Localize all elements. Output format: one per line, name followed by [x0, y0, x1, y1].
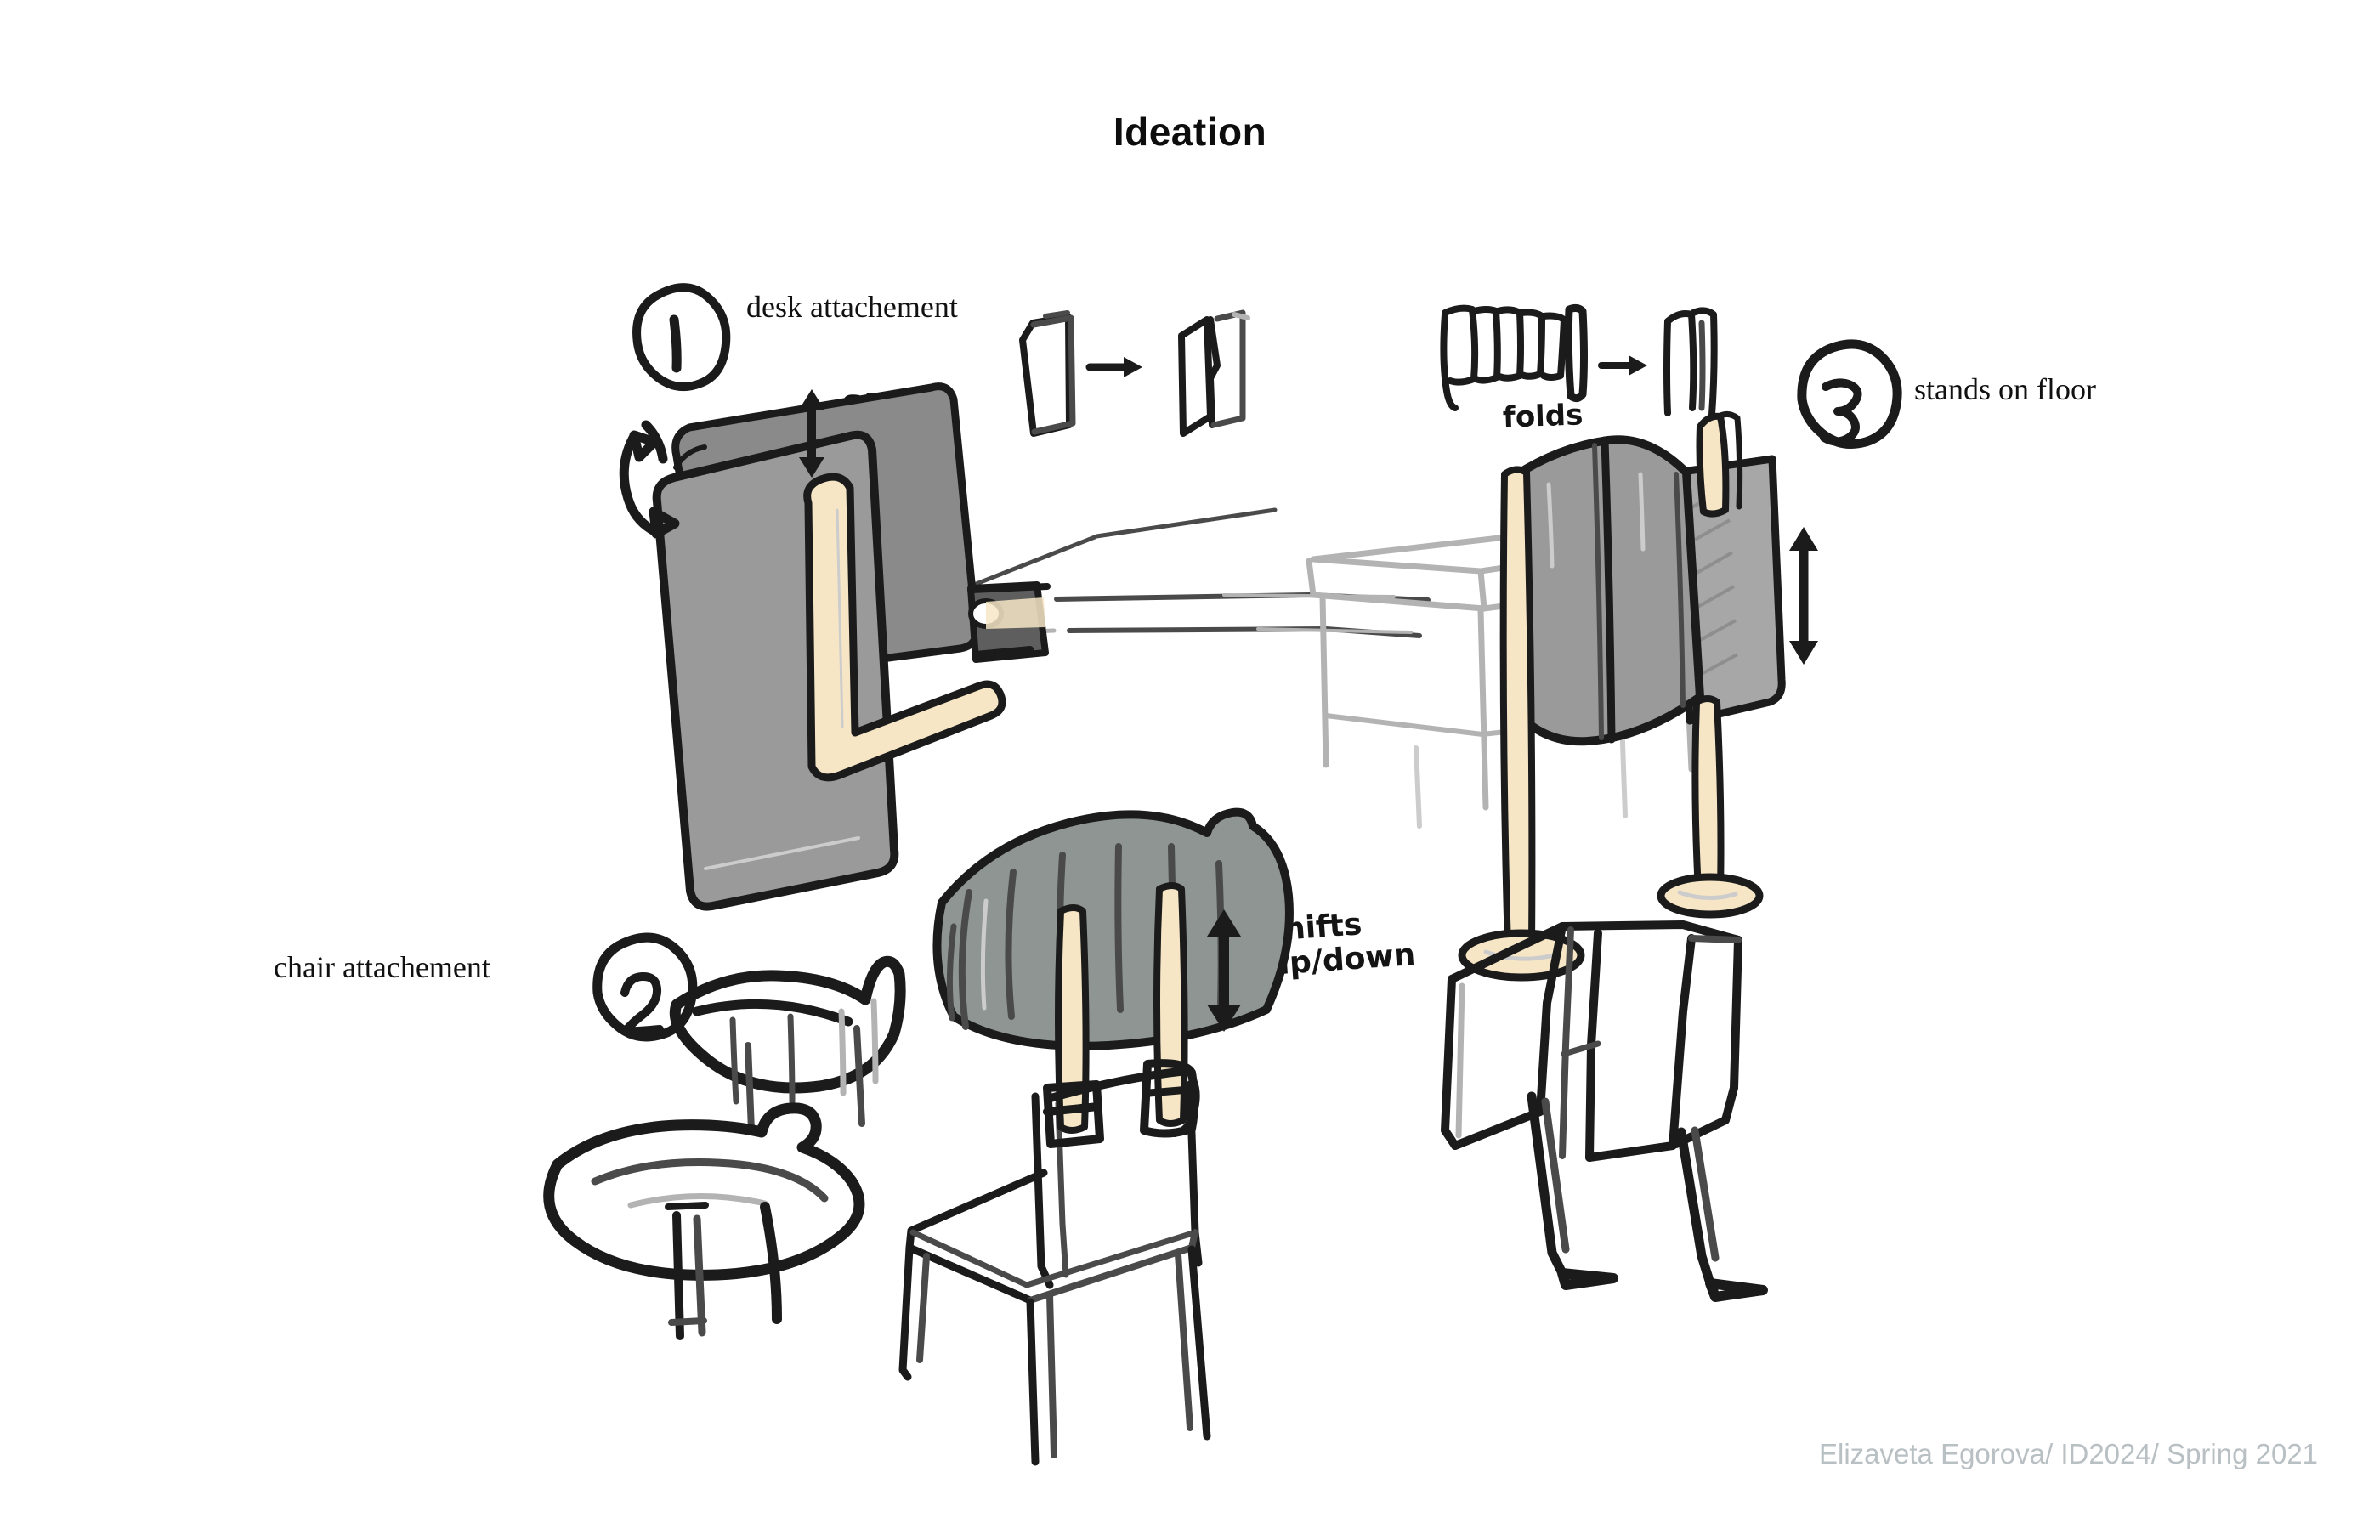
- background-table: [1306, 532, 1695, 829]
- floor-screen-pole-right: [1657, 695, 1764, 919]
- desk-panel-hinge: [673, 444, 707, 470]
- panel-open-diagram: [1019, 309, 1250, 437]
- folded-screen-outline: [1441, 920, 1768, 1302]
- chair-back-rails: [1043, 882, 1200, 1148]
- floor-screen-top-cap: [1696, 410, 1743, 518]
- desk-attachment-arm: [803, 473, 1006, 782]
- rotation-arrow-icon: [619, 420, 680, 539]
- folds-annotation-label: folds: [1502, 398, 1584, 435]
- height-arrow-icon: [1789, 527, 1818, 665]
- footer-credit: Elizaveta Egorova/ ID2024/ Spring 2021: [1819, 1438, 2319, 1469]
- concept-1-label: desk attachement: [746, 290, 958, 324]
- concept-2-number-badge: [592, 932, 698, 1042]
- concept-1-number-badge: [632, 283, 731, 392]
- page-title: Ideation: [1113, 110, 1267, 154]
- shifts-annotation-label: shifts up/down: [1264, 904, 1416, 983]
- concept-3-label: stands on floor: [1914, 372, 2096, 406]
- stool-seat-sketch: [543, 1102, 865, 1340]
- concept-3-number-badge: [1797, 339, 1902, 449]
- slides-arrow-icon: [799, 389, 824, 478]
- chair-back-screen: [932, 807, 1294, 1050]
- slides-annotation-label: Slides: [840, 383, 952, 427]
- desk-panel-front: [652, 430, 899, 911]
- chair-outline: [898, 1080, 1211, 1466]
- floor-screen-trifold: [1502, 435, 1704, 746]
- stool-backrest-sketch: [669, 955, 906, 1134]
- concept-2-label: chair attachement: [274, 950, 490, 984]
- shifts-arrow-icon: [1207, 909, 1241, 1032]
- floor-screen-panel-right: [1672, 455, 1786, 725]
- floor-screen-pole-left: [1458, 466, 1585, 982]
- desk-clamp: [967, 581, 1051, 663]
- desk-panel-back: [672, 382, 981, 682]
- desk-surface: [903, 507, 1431, 638]
